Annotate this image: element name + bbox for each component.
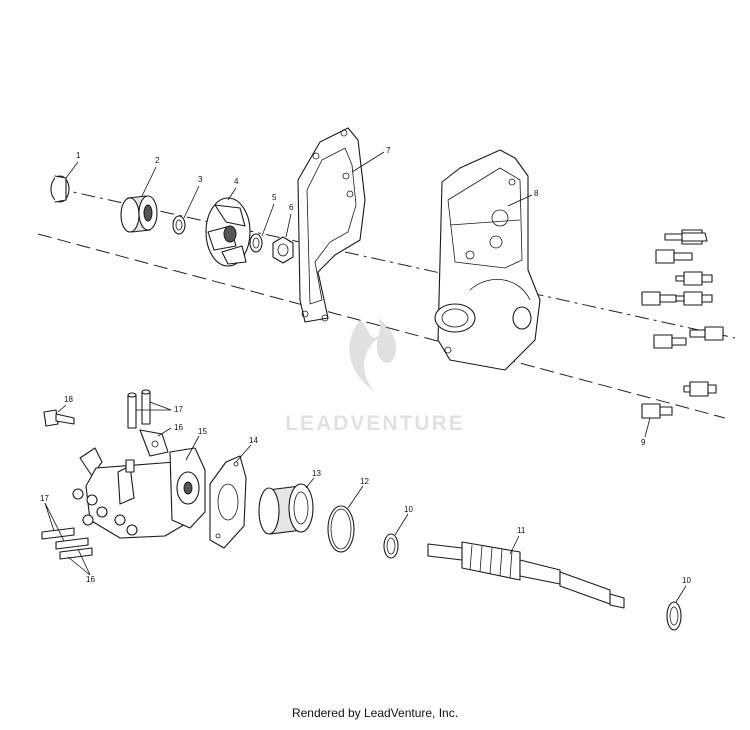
leader-lines: [44, 151, 687, 603]
part-18-bolt: [43, 409, 75, 427]
part-15-pump-body: [72, 447, 206, 539]
part-11-shaft: [427, 541, 625, 609]
part-1-seal: [50, 175, 70, 203]
bolt: [641, 403, 673, 419]
bolt: [689, 326, 724, 341]
callout-18: 18: [64, 395, 73, 404]
part-5-ring: [249, 233, 263, 253]
footer-credit: Rendered by LeadVenture, Inc.: [291, 706, 459, 720]
bolt: [653, 334, 687, 349]
callout-10-a: 10: [404, 505, 413, 514]
part-17-pins-bottom: [41, 527, 93, 560]
callout-8: 8: [534, 189, 539, 198]
bolt: [675, 291, 713, 306]
part-7-gasket: [297, 127, 366, 323]
part-13-sleeve: [258, 483, 314, 535]
bolt: [683, 381, 717, 397]
bolt: [655, 249, 693, 264]
callout-9: 9: [641, 438, 646, 447]
bolt: [641, 291, 677, 306]
part-17-pins-top: [127, 389, 151, 429]
callout-6: 6: [289, 203, 294, 212]
part-14-gasket: [209, 455, 247, 549]
callout-17-b: 17: [40, 494, 49, 503]
part-9-bolts: [641, 229, 724, 419]
part-10-washer-b: [666, 601, 682, 631]
part-10-washer-a: [383, 533, 399, 559]
callout-11: 11: [517, 526, 526, 535]
callout-13: 13: [312, 469, 321, 478]
callout-1: 1: [76, 151, 81, 160]
part-16-bracket-top: [139, 429, 169, 457]
part-3-ring: [172, 215, 186, 235]
callout-2: 2: [155, 156, 160, 165]
watermark-text: LEADVENTURE: [285, 412, 465, 435]
callout-15: 15: [198, 427, 207, 436]
part-6-nut: [272, 236, 294, 264]
callout-labels: 1 2 3 4 5 6 7 8 9 10 10 11 12 13 14 15 1…: [40, 146, 691, 585]
leadventure-watermark: LEADVENTURE: [285, 318, 465, 435]
callout-12: 12: [360, 477, 369, 486]
part-4-impeller: [205, 197, 251, 267]
callout-7: 7: [386, 146, 391, 155]
part-8-cover: [434, 149, 541, 371]
center-axis-lines: [37, 187, 736, 419]
part-2-bearing: [120, 195, 158, 233]
callout-10-b: 10: [682, 576, 691, 585]
callout-16-a: 16: [174, 423, 183, 432]
callout-4: 4: [234, 177, 239, 186]
flame-logo-icon: [349, 318, 397, 392]
bolt: [664, 229, 708, 245]
callout-14: 14: [249, 436, 258, 445]
bolt: [675, 271, 713, 286]
callout-5: 5: [272, 193, 277, 202]
part-12-o-ring: [327, 505, 355, 553]
callout-16-b: 16: [86, 575, 95, 584]
callout-17-a: 17: [174, 405, 183, 414]
callout-3: 3: [198, 175, 203, 184]
